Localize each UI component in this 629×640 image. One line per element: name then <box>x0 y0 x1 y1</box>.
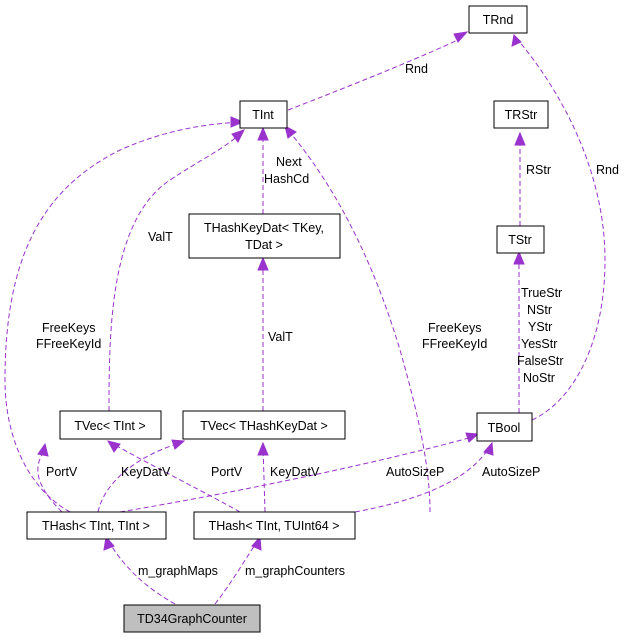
edge-portv-left <box>37 449 63 513</box>
edge-autosizep-right <box>354 445 491 513</box>
label-portv-left: PortV <box>46 465 78 479</box>
node-thashkeydat-label-line1: THashKeyDat< TKey, <box>204 221 324 235</box>
label-portv-right: PortV <box>211 465 243 479</box>
label-valt-keydat: ValT <box>268 330 293 344</box>
label-next: Next <box>276 155 302 169</box>
label-ffreekeyid-right: FFreeKeyId <box>422 337 487 351</box>
label-m-graphcounters: m_graphCounters <box>245 564 345 578</box>
edge-keydatv-right <box>262 444 266 513</box>
label-truestr: TrueStr <box>521 286 562 300</box>
label-keydatv-right: KeyDatV <box>270 465 320 479</box>
node-thash-tint-tint-label: THash< TInt, TInt > <box>42 519 150 533</box>
node-thash-tint-tuint64-label: THash< TInt, TUInt64 > <box>209 519 340 533</box>
label-keydatv-left: KeyDatV <box>121 465 171 479</box>
node-tbool[interactable]: TBool <box>476 412 533 442</box>
edge-freekeys-right <box>287 129 431 513</box>
arrowhead-tint-freekeys-right <box>284 125 297 139</box>
label-ffreekeyid-left: FFreeKeyId <box>36 337 101 351</box>
label-freekeys-right: FreeKeys <box>428 321 482 335</box>
label-autosizep-right: AutoSizeP <box>482 465 540 479</box>
arrowhead-tint-valt <box>231 129 245 143</box>
arrowhead-thash-tuint64 <box>251 535 262 551</box>
node-tvec-thashkeydat-label: TVec< THashKeyDat > <box>200 419 328 433</box>
node-tvec-tint-label: TVec< TInt > <box>74 419 145 433</box>
arrowhead-trnd-right <box>511 33 522 47</box>
node-trstr[interactable]: TRStr <box>493 100 549 129</box>
node-trnd[interactable]: TRnd <box>468 5 528 34</box>
arrowhead-thash-tint-tint <box>103 535 115 551</box>
arrowhead-tvec-keydat-a <box>171 439 186 450</box>
label-falsestr: FalseStr <box>517 354 564 368</box>
arrowhead-tint-freekeys-left <box>230 116 245 128</box>
node-thashkeydat[interactable]: THashKeyDat< TKey, TDat > <box>188 213 341 259</box>
label-rnd-tint: Rnd <box>405 62 428 76</box>
edge-keydatv-left <box>97 442 181 513</box>
label-freekeys-left: FreeKeys <box>42 321 96 335</box>
node-trnd-label: TRnd <box>483 13 514 27</box>
node-tint-label: TInt <box>252 108 274 122</box>
label-ystr: YStr <box>528 320 552 334</box>
label-m-graphmaps: m_graphMaps <box>138 564 218 578</box>
node-tstr[interactable]: TStr <box>496 225 545 254</box>
node-tint[interactable]: TInt <box>239 100 288 129</box>
arrowhead-thashkeydat <box>257 256 269 271</box>
arrowhead-trstr <box>514 131 526 146</box>
nodes: TRnd TInt TRStr THashKeyDat< TKey, TDat … <box>26 5 549 633</box>
label-yesstr: YesStr <box>521 337 557 351</box>
arrowhead-tvec-tint-a <box>37 442 49 457</box>
node-trstr-label: TRStr <box>505 108 538 122</box>
arrowhead-tvec-tint-b <box>107 440 121 453</box>
label-hashcd: HashCd <box>264 172 309 186</box>
arrowhead-tbool-b <box>483 441 494 456</box>
arrowhead-tstr <box>513 250 525 265</box>
node-tvec-thashkeydat[interactable]: TVec< THashKeyDat > <box>182 410 346 440</box>
arrowhead-trnd-left <box>453 31 469 43</box>
node-td34graphcounter-label: TD34GraphCounter <box>137 612 247 626</box>
label-autosizep-left: AutoSizeP <box>386 465 444 479</box>
arrowhead-tvec-keydat-b <box>257 441 269 456</box>
node-tvec-tint[interactable]: TVec< TInt > <box>59 410 162 440</box>
edge-labels: Rnd Rnd Next HashCd ValT ValT RStr FreeK… <box>36 62 619 578</box>
edges <box>4 37 606 605</box>
label-nstr: NStr <box>527 303 552 317</box>
node-thashkeydat-label-line2: TDat > <box>245 238 283 252</box>
node-tbool-label: TBool <box>488 421 521 435</box>
node-tstr-label: TStr <box>508 233 532 247</box>
label-valt-tvec: ValT <box>148 230 173 244</box>
node-thash-tint-tint[interactable]: THash< TInt, TInt > <box>26 511 167 540</box>
label-rstr: RStr <box>526 163 551 177</box>
label-rnd-tbool: Rnd <box>596 163 619 177</box>
edge-rnd-tint-trnd <box>287 37 463 111</box>
node-thash-tint-tuint64[interactable]: THash< TInt, TUInt64 > <box>193 511 356 540</box>
edge-valt-tvec-tint <box>108 133 241 412</box>
edge-m-graphmaps <box>107 539 176 605</box>
node-td34graphcounter[interactable]: TD34GraphCounter <box>123 604 261 633</box>
edge-portv-right <box>114 444 241 513</box>
label-nostr: NoStr <box>523 371 555 385</box>
arrowhead-tint-next <box>257 126 269 141</box>
edge-rnd-tbool-trnd <box>517 39 606 421</box>
arrowheads <box>37 31 526 551</box>
arrowhead-tbool-a <box>465 432 480 443</box>
